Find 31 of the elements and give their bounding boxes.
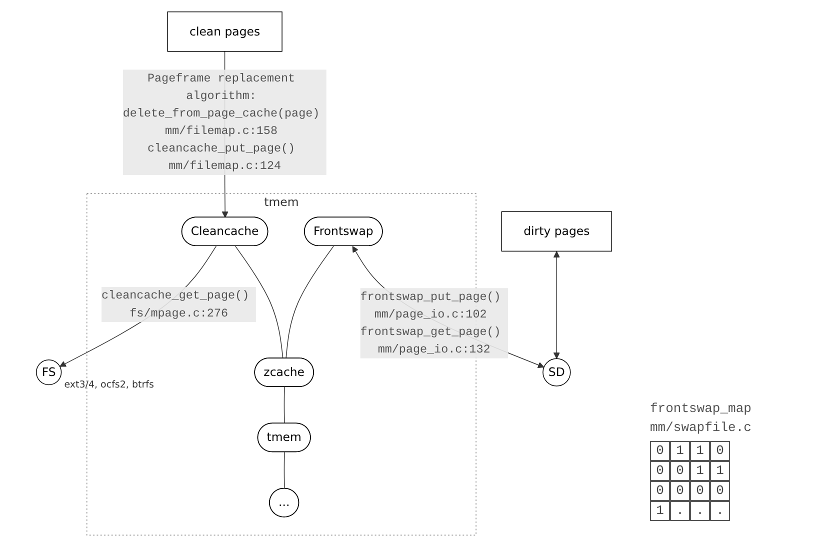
node-box: clean pages xyxy=(167,12,282,52)
node-circle: SD xyxy=(542,358,571,386)
bitmap-cell: 0 xyxy=(650,481,670,501)
bitmap-cell: 1 xyxy=(710,461,730,481)
edge-label: frontswap_put_page() mm/page_io.c:102 frontswap_get_page() mm/page_io.c:132 xyxy=(360,290,501,356)
bitmap-cell: 0 xyxy=(670,461,690,481)
edge-label: Pageframe replacement algorithm: delete_from_page_cache(page) mm/filemap.c:158 cleancache_put_page() mm/filemap.c:124 xyxy=(122,72,320,173)
node-caption: ext3/4, ocfs2, btrfs xyxy=(64,380,154,391)
bitmap-cell: 0 xyxy=(650,441,670,461)
connector xyxy=(284,386,285,424)
code-annotation: frontswap_map xyxy=(650,401,752,416)
bitmap-cell: 1 xyxy=(670,441,690,461)
bitmap-cell: 0 xyxy=(690,481,710,501)
connector xyxy=(286,246,334,359)
bitmap-cell: 0 xyxy=(710,441,730,461)
node-circle: FS xyxy=(36,359,62,386)
arrow xyxy=(553,251,560,359)
bitmap-cell: 1 xyxy=(650,501,670,521)
edge-label: cleancache_get_page() fs/mpage.c:276 xyxy=(102,289,250,320)
bitmap-cell: . xyxy=(670,501,690,521)
bitmap-cell: . xyxy=(690,501,710,521)
connector xyxy=(234,246,284,359)
bitmap-cell: 1 xyxy=(690,461,710,481)
bitmap-cell: . xyxy=(710,501,730,521)
code-annotation: mm/swapfile.c xyxy=(650,420,752,435)
node-box: dirty pages xyxy=(501,211,612,252)
bitmap-cell: 0 xyxy=(670,481,690,501)
bitmap-cell: 0 xyxy=(710,481,730,501)
connector xyxy=(284,452,285,490)
bitmap-cell: 0 xyxy=(650,461,670,481)
bitmap-cell: 1 xyxy=(690,441,710,461)
